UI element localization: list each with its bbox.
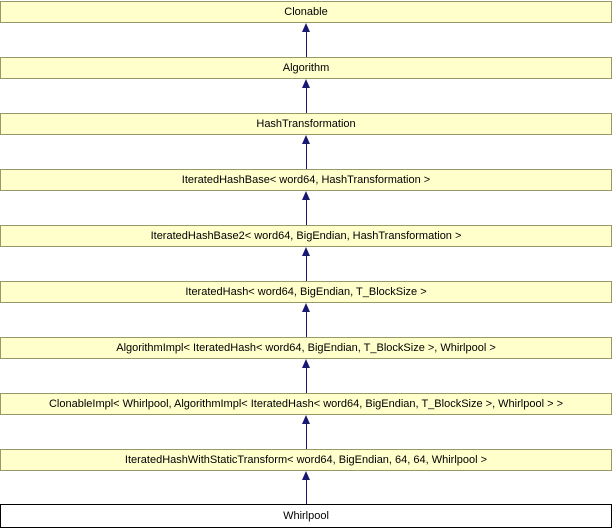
inheritance-arrow — [301, 415, 311, 449]
arrow-head-icon — [302, 23, 310, 32]
arrow-line — [305, 256, 307, 281]
inheritance-arrow — [301, 359, 311, 393]
arrow-line — [305, 88, 307, 113]
arrow-head-icon — [302, 247, 310, 256]
inheritance-arrow — [301, 471, 311, 504]
class-node-algorithmimpl[interactable]: AlgorithmImpl< IteratedHash< word64, Big… — [0, 337, 612, 359]
class-node-whirlpool: Whirlpool — [0, 504, 612, 528]
arrow-head-icon — [302, 135, 310, 144]
class-node-algorithm[interactable]: Algorithm — [0, 57, 612, 79]
class-node-clonableimpl[interactable]: ClonableImpl< Whirlpool, AlgorithmImpl< … — [0, 393, 612, 415]
class-node-hashtransformation[interactable]: HashTransformation — [0, 113, 612, 135]
arrow-line — [305, 312, 307, 337]
inheritance-arrow — [301, 191, 311, 225]
class-node-iteratedhashwithstatictransform[interactable]: IteratedHashWithStaticTransform< word64,… — [0, 449, 612, 471]
arrow-head-icon — [302, 79, 310, 88]
inheritance-arrow — [301, 79, 311, 113]
arrow-line — [305, 200, 307, 225]
inheritance-arrow — [301, 135, 311, 169]
arrow-line — [305, 480, 307, 504]
class-node-iteratedhashbase[interactable]: IteratedHashBase< word64, HashTransforma… — [0, 169, 612, 191]
arrow-line — [305, 144, 307, 169]
arrow-line — [305, 368, 307, 393]
class-node-iteratedhash[interactable]: IteratedHash< word64, BigEndian, T_Block… — [0, 281, 612, 303]
arrow-line — [305, 424, 307, 449]
inheritance-arrow — [301, 303, 311, 337]
arrow-head-icon — [302, 191, 310, 200]
arrow-head-icon — [302, 359, 310, 368]
arrow-head-icon — [302, 303, 310, 312]
arrow-head-icon — [302, 471, 310, 480]
inheritance-arrow — [301, 247, 311, 281]
class-node-clonable[interactable]: Clonable — [0, 1, 612, 23]
inheritance-arrow — [301, 23, 311, 57]
arrow-line — [305, 32, 307, 57]
class-node-iteratedhashbase2[interactable]: IteratedHashBase2< word64, BigEndian, Ha… — [0, 225, 612, 247]
arrow-head-icon — [302, 415, 310, 424]
